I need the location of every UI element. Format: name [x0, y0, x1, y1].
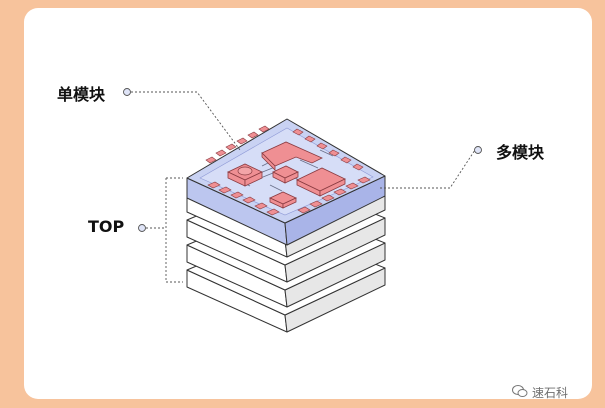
chip-blocks [227, 141, 346, 209]
leader-lines [131, 91, 476, 283]
label-top: TOP [88, 217, 125, 236]
chip-pads [205, 125, 371, 216]
label-single-module: 单模块 [57, 85, 106, 104]
leader-dots [123, 88, 482, 232]
label-multi-module: 多模块 [496, 143, 545, 162]
wechat-icon [512, 385, 528, 397]
watermark-text: 速石科 [532, 386, 569, 400]
